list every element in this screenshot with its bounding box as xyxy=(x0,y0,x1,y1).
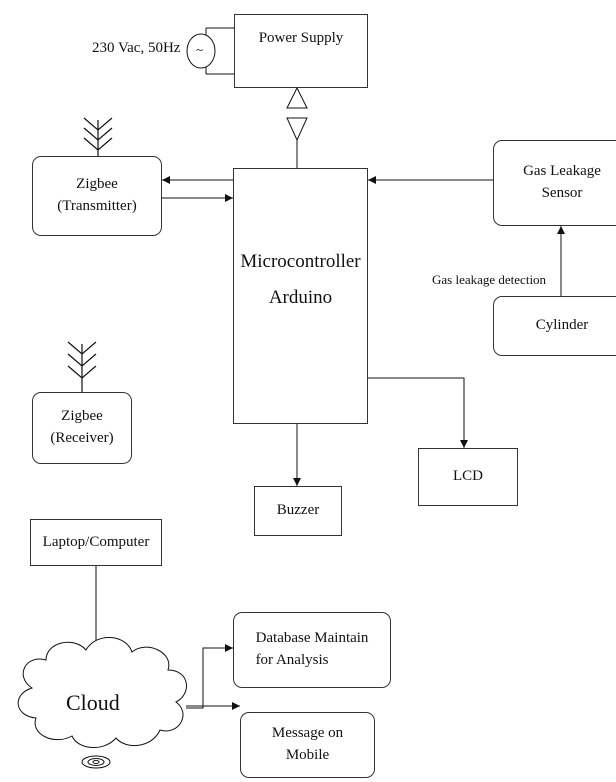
cloud-shape xyxy=(17,637,187,748)
buzzer-label: Buzzer xyxy=(276,502,320,519)
buzzer-box: Buzzer xyxy=(254,486,342,536)
antenna-icon xyxy=(83,117,113,156)
zigbee-receiver-label: Zigbee (Receiver) xyxy=(50,408,114,446)
microcontroller-label: Microcontroller xyxy=(240,250,361,272)
zigbee-receiver-box: Zigbee (Receiver) xyxy=(32,392,132,464)
antenna-icon xyxy=(67,341,97,392)
laptop-box: Laptop/Computer xyxy=(30,519,162,566)
database-box: Database Maintain for Analysis xyxy=(233,612,391,688)
lcd-box: LCD xyxy=(418,448,518,506)
arduino-label: Arduino xyxy=(268,287,333,308)
message-box: Message on Mobile xyxy=(240,712,375,778)
power-input-label: 230 Vac, 50Hz xyxy=(92,40,181,56)
power-link-arrow xyxy=(286,86,308,168)
zigbee-transmitter-box: Zigbee (Transmitter) xyxy=(32,156,162,236)
arrow-mcu-to-lcd xyxy=(368,377,468,448)
power-supply-label: Power Supply xyxy=(258,30,344,47)
ac-source-circle xyxy=(186,33,216,69)
database-label: Database Maintain for Analysis xyxy=(255,630,369,668)
cylinder-label: Cylinder xyxy=(535,317,589,334)
cloud-label: Cloud xyxy=(66,690,120,715)
cloud-tail xyxy=(81,755,111,769)
microcontroller-box: Microcontroller Arduino xyxy=(233,168,368,424)
gas-sensor-label: Gas Leakage Sensor xyxy=(523,163,601,201)
arrow-cloud-to-database xyxy=(186,644,233,709)
microcontroller-labels: Microcontroller Arduino xyxy=(240,244,360,316)
cylinder-box: Cylinder xyxy=(493,296,616,356)
laptop-label: Laptop/Computer xyxy=(42,533,150,550)
lcd-label: LCD xyxy=(453,468,483,485)
power-supply-box: Power Supply xyxy=(234,14,368,88)
gas-leakage-detection-label: Gas leakage detection xyxy=(432,272,547,287)
message-label: Message on Mobile xyxy=(271,725,344,763)
ac-symbol: ~ xyxy=(196,42,204,57)
zigbee-transmitter-label: Zigbee (Transmitter) xyxy=(57,176,137,214)
gas-sensor-box: Gas Leakage Sensor xyxy=(493,140,616,226)
